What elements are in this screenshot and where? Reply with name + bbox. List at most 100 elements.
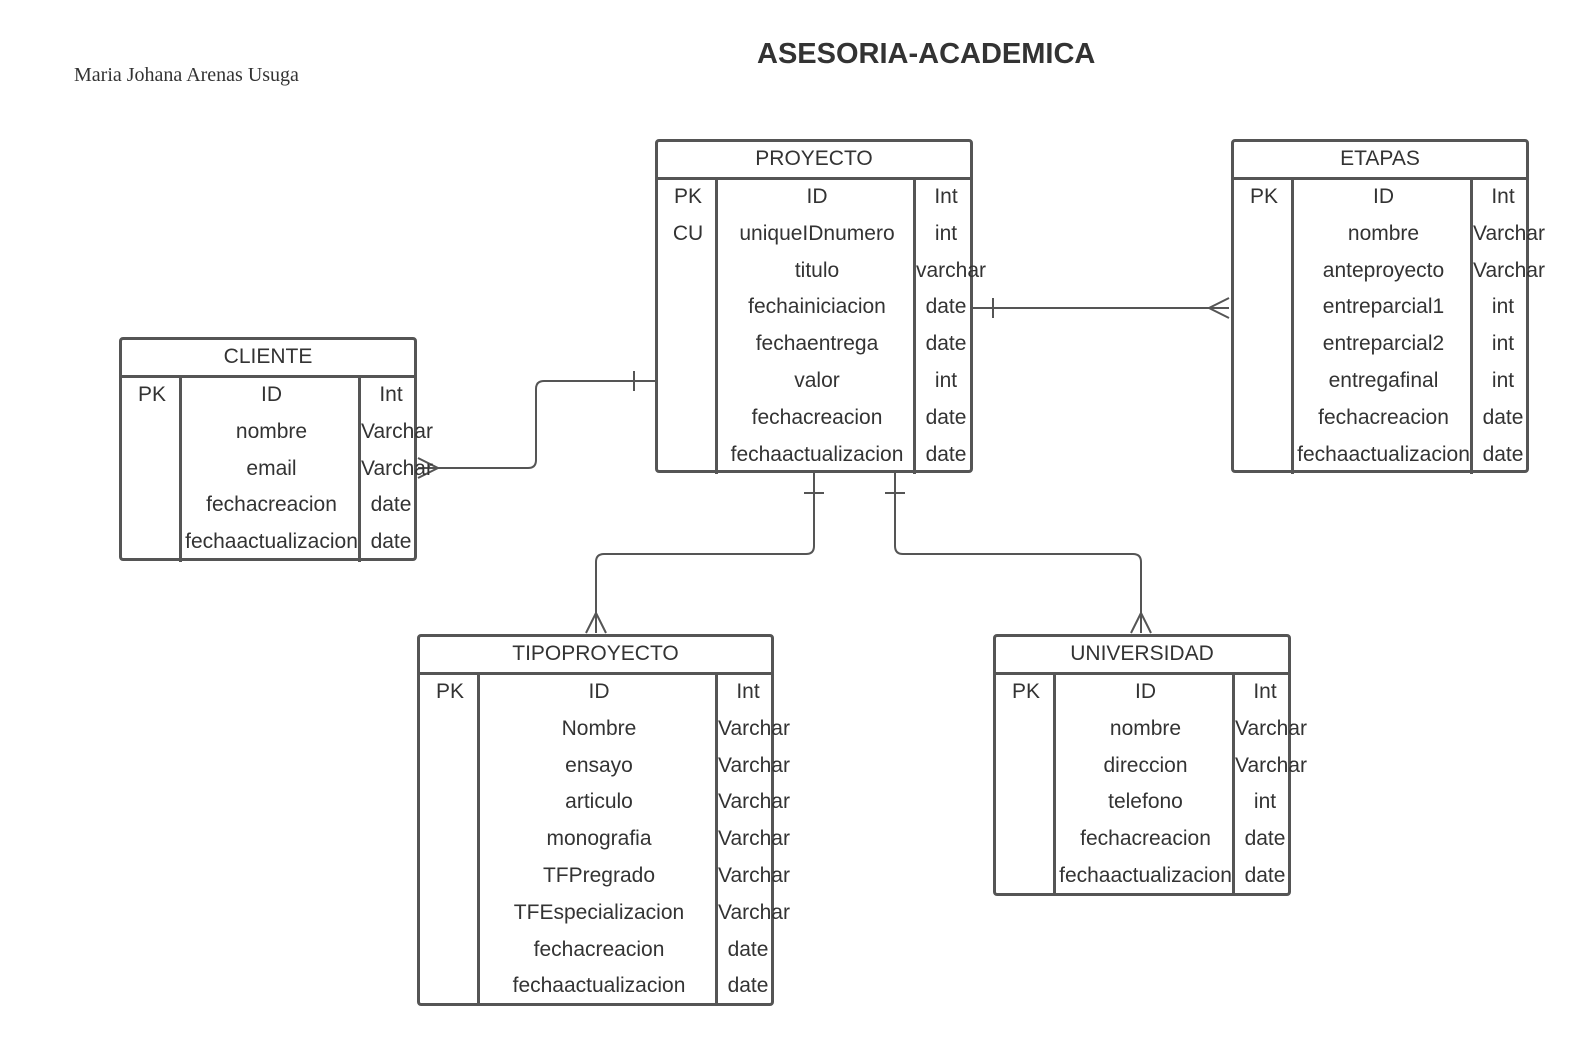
relationship-proyecto-tipoproyecto xyxy=(595,473,815,633)
key-cell: PK xyxy=(435,680,464,703)
key-cell xyxy=(996,785,1056,822)
key-cell xyxy=(1234,290,1294,327)
key-cell xyxy=(122,415,182,452)
many-marker xyxy=(1130,612,1152,634)
field-type: int xyxy=(1491,295,1515,319)
attribute-row: fechacreacion date xyxy=(122,488,414,525)
key-cell xyxy=(658,327,718,364)
field-name: ID xyxy=(261,383,282,406)
field-name: ensayo xyxy=(565,753,633,777)
column-divider xyxy=(477,675,480,1007)
relationship-proyecto-cliente xyxy=(418,380,655,469)
field-name: nombre xyxy=(1347,221,1420,245)
field-type: date xyxy=(1482,442,1524,466)
key-cell xyxy=(122,525,182,562)
attribute-row: monografia Varchar xyxy=(420,822,790,859)
field-name: ID xyxy=(1373,185,1394,208)
diagram-title: ASESORIA-ACADEMICA xyxy=(757,38,1096,70)
field-name: fechainiciacion xyxy=(748,295,886,319)
field-type: Varchar xyxy=(1473,221,1545,245)
key-cell: PK xyxy=(673,185,702,208)
field-name: fechaactualizacion xyxy=(512,974,686,998)
key-cell xyxy=(1234,327,1294,364)
field-name: TFEspecializacion xyxy=(513,900,685,924)
field-type: Varchar xyxy=(718,827,790,851)
field-type: Varchar xyxy=(361,419,433,443)
field-name: fechaactualizacion xyxy=(1297,442,1470,466)
field-type: Int xyxy=(934,185,958,208)
key-cell xyxy=(658,290,718,327)
attribute-row: TFEspecializacion Varchar xyxy=(420,896,790,933)
column-divider xyxy=(715,180,718,475)
field-type: date xyxy=(370,493,412,517)
field-type: Int xyxy=(736,680,760,703)
attribute-row: telefono int xyxy=(996,785,1288,822)
key-cell xyxy=(996,749,1056,786)
field-type: Varchar xyxy=(718,900,790,924)
field-type: date xyxy=(727,937,769,961)
entity-title: ETAPAS xyxy=(1234,142,1526,180)
entity-title: TIPOPROYECTO xyxy=(420,637,771,675)
key-cell xyxy=(122,452,182,489)
field-name: nombre xyxy=(235,419,308,443)
key-cell xyxy=(996,712,1056,749)
field-name: email xyxy=(246,456,297,480)
field-type: Varchar xyxy=(718,716,790,740)
key-cell xyxy=(420,969,480,1006)
key-cell xyxy=(996,822,1056,859)
field-name: fechaentrega xyxy=(755,332,879,356)
field-name: fechacreacion xyxy=(206,493,337,517)
key-cell xyxy=(122,488,182,525)
field-type: date xyxy=(925,442,967,466)
key-cell xyxy=(1234,401,1294,438)
attribute-row: ensayo Varchar xyxy=(420,749,790,786)
key-cell xyxy=(658,254,718,291)
field-name: Nombre xyxy=(561,716,637,740)
column-divider xyxy=(358,378,361,562)
attribute-row: entreparcial1 int xyxy=(1234,290,1526,327)
field-type: Varchar xyxy=(1473,258,1545,282)
column-divider xyxy=(179,378,182,562)
field-type: Int xyxy=(379,383,403,406)
key-cell: PK xyxy=(1011,680,1040,703)
field-name: ID xyxy=(1135,680,1156,703)
column-divider xyxy=(913,180,916,475)
field-name: telefono xyxy=(1108,790,1183,814)
field-name: entregafinal xyxy=(1328,368,1439,392)
field-type: Varchar xyxy=(718,753,790,777)
field-name: entreparcial1 xyxy=(1322,295,1445,319)
field-type: date xyxy=(925,295,967,319)
field-type: date xyxy=(1482,405,1524,429)
field-type: int xyxy=(1253,790,1277,814)
key-cell xyxy=(1234,217,1294,254)
key-cell: CU xyxy=(672,221,704,245)
field-name: monografia xyxy=(546,827,652,851)
entity-title: PROYECTO xyxy=(658,142,970,180)
column-divider xyxy=(1053,675,1056,896)
